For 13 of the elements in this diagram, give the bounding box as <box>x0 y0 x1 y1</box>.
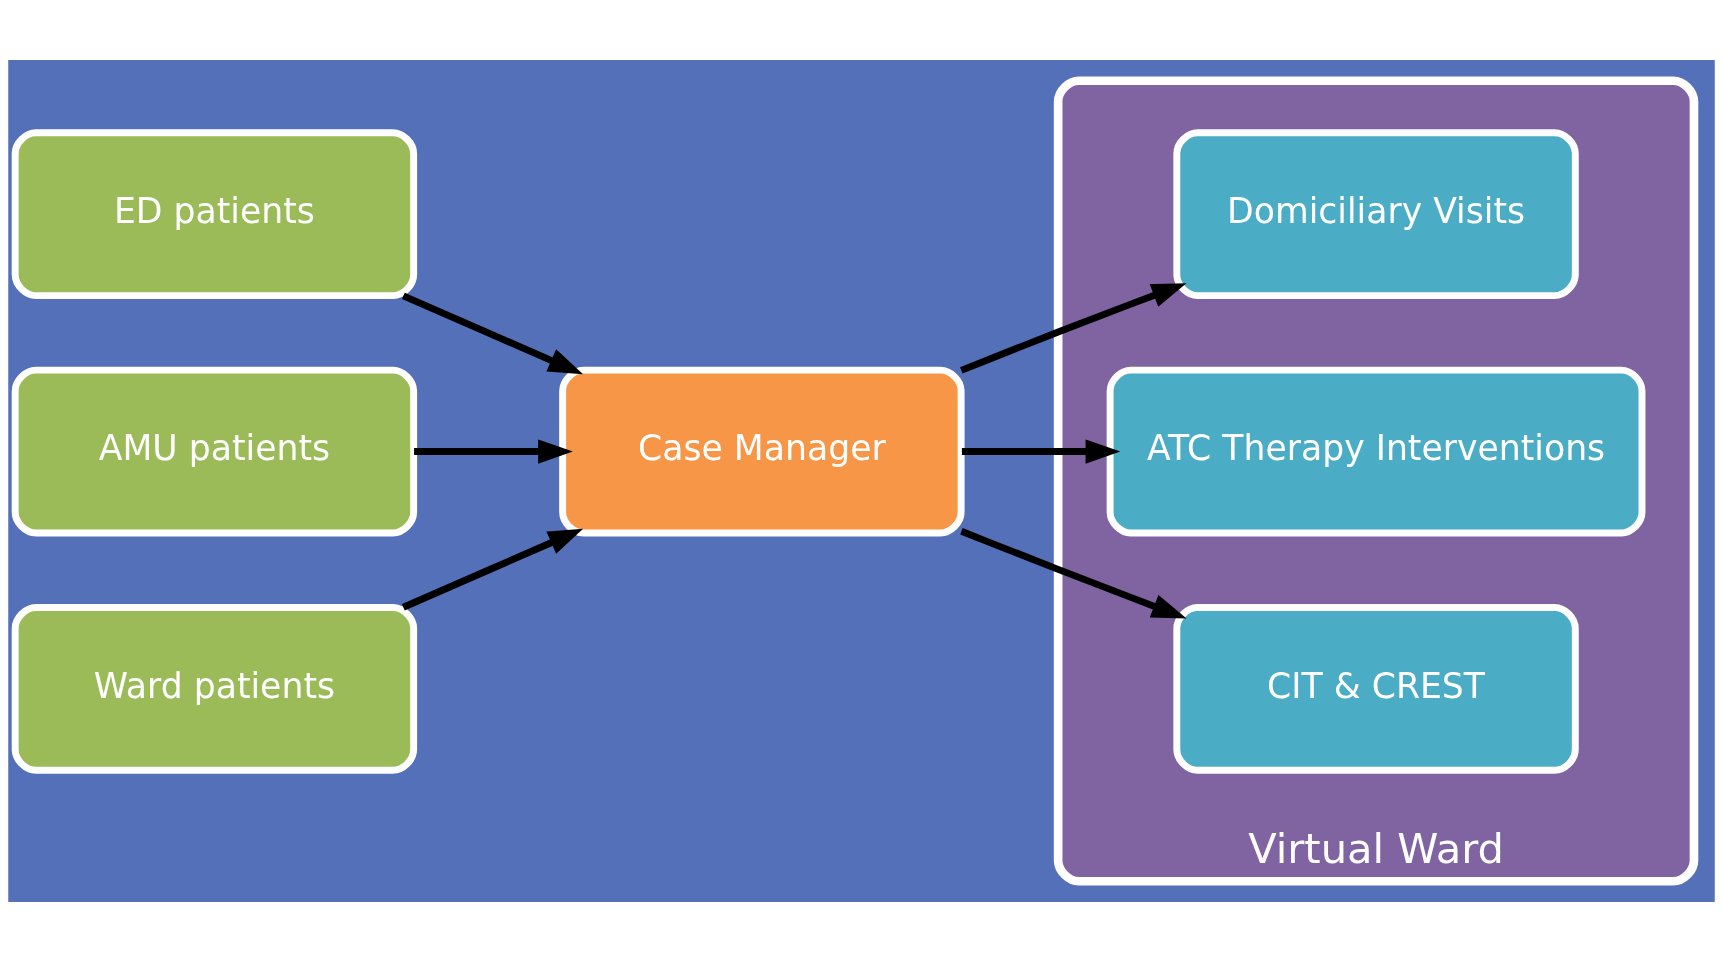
node-box: Ward patients <box>11 604 418 774</box>
arrow <box>414 439 573 464</box>
arrow <box>961 439 1121 464</box>
arrow <box>960 528 1187 619</box>
node-box: AMU patients <box>11 366 418 537</box>
arrow <box>401 292 584 375</box>
node-box: Domiciliary Visits <box>1173 129 1579 300</box>
arrow <box>401 528 584 611</box>
node-box: Case Manager <box>559 366 965 537</box>
node-box: ED patients <box>11 129 418 300</box>
arrow <box>960 283 1187 374</box>
node-box: ATC Therapy Interventions <box>1106 366 1646 537</box>
node-box: CIT & CREST <box>1173 604 1579 774</box>
